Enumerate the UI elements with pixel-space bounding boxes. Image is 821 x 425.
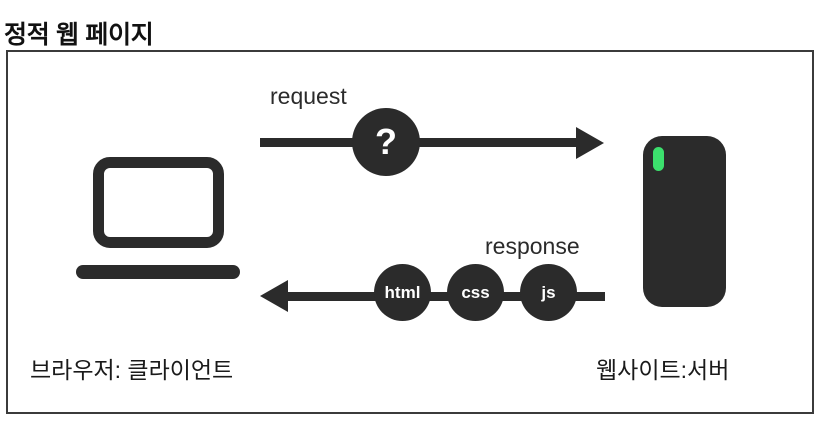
server-caption: 웹사이트:서버 [596,357,730,383]
request-question-badge: ? [352,108,420,176]
server-status-led-icon [653,147,664,171]
laptop-screen-icon [93,157,224,248]
request-arrow-head-icon [576,127,604,159]
laptop-base-icon [76,265,240,279]
server-icon [643,136,726,307]
response-flow-label: response [485,233,580,259]
page-title: 정적 웹 페이지 [4,20,154,49]
client-caption: 브라우저: 클라이언트 [30,357,234,383]
response-arrow-head-icon [260,280,288,312]
diagram-frame: request ? response html css js 브라우저: 클라이… [6,50,814,414]
response-html-badge: html [374,264,431,321]
request-arrow-line [260,138,594,147]
laptop-icon [70,157,246,283]
response-arrow-line [282,292,605,301]
request-flow-label: request [270,83,347,109]
response-css-badge: css [447,264,504,321]
response-js-badge: js [520,264,577,321]
